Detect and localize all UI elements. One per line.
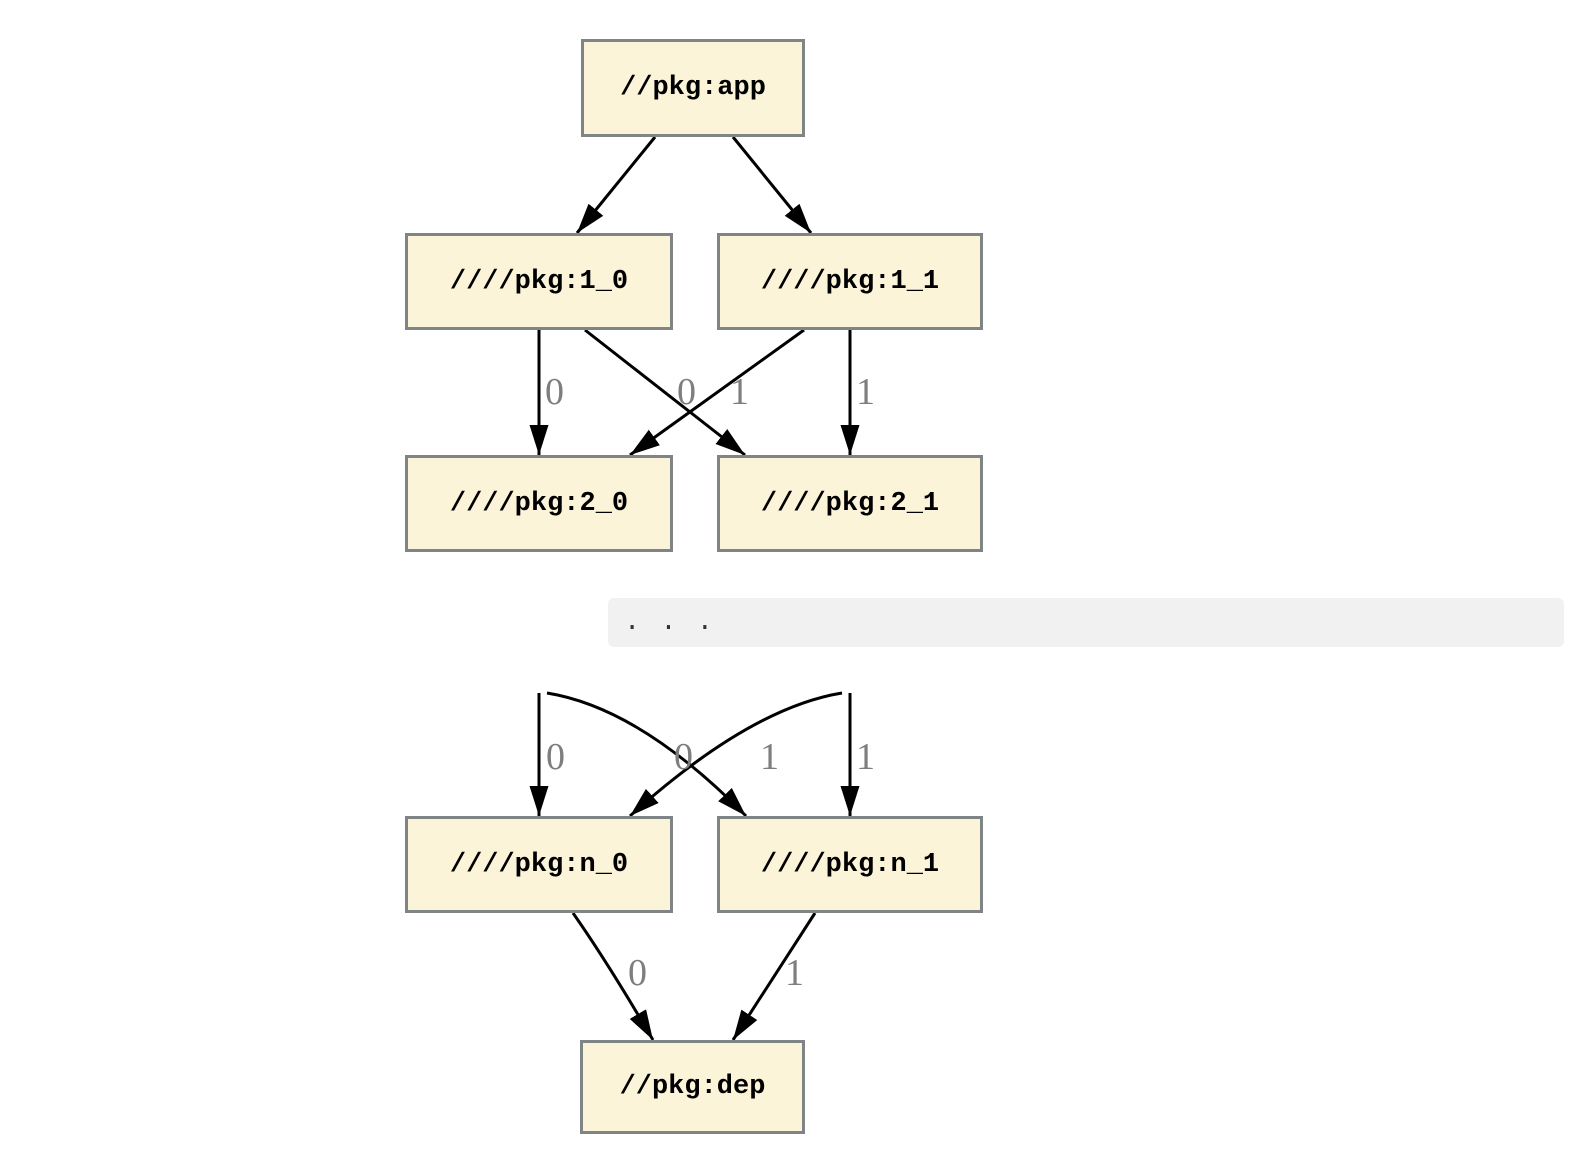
- ellipsis-band: . . .: [608, 598, 1564, 647]
- ellipsis-text: . . .: [624, 607, 716, 638]
- node-pkg-2_0-label: ////pkg:2_0: [449, 488, 629, 519]
- node-pkg-n_1: ////pkg:n_1: [717, 816, 983, 913]
- edge-label-ellipsis2-n_1: 1: [856, 736, 875, 778]
- node-pkg-1_0-label: ////pkg:1_0: [449, 266, 629, 297]
- node-pkg-app: //pkg:app: [581, 39, 805, 137]
- edge-1_1-to-2_0: [629, 328, 805, 457]
- edge-label-ellipsis-n_1: 0: [674, 736, 693, 778]
- node-pkg-1_0: ////pkg:1_0: [405, 233, 673, 330]
- node-pkg-dep: //pkg:dep: [580, 1040, 805, 1134]
- edge-n_0-to-dep: [571, 912, 655, 1041]
- node-pkg-2_1-label: ////pkg:2_1: [760, 488, 940, 519]
- edge-label-n_1-dep: 1: [785, 952, 804, 994]
- node-pkg-n_0-label: ////pkg:n_0: [449, 849, 629, 880]
- edge-label-1_1-2_1: 1: [856, 371, 875, 413]
- node-pkg-n_0: ////pkg:n_0: [405, 816, 673, 913]
- node-pkg-n_1-label: ////pkg:n_1: [760, 849, 940, 880]
- node-pkg-dep-label: //pkg:dep: [619, 1072, 766, 1102]
- edge-ellipsis2-to-n_0: [628, 691, 843, 818]
- edge-1_0-to-2_1: [584, 328, 746, 457]
- edge-n_1-to-dep: [731, 912, 817, 1041]
- edge-app-to-1_0: [575, 136, 657, 234]
- edge-app-to-1_1: [731, 136, 813, 234]
- edge-label-ellipsis-n_0: 0: [546, 736, 565, 778]
- edge-label-n_0-dep: 0: [628, 952, 647, 994]
- edge-label-ellipsis2-n_0: 1: [760, 736, 779, 778]
- node-pkg-1_1: ////pkg:1_1: [717, 233, 983, 330]
- node-pkg-app-label: //pkg:app: [620, 73, 766, 103]
- edge-label-1_0-2_0: 0: [545, 371, 564, 413]
- node-pkg-1_1-label: ////pkg:1_1: [760, 266, 940, 297]
- edge-label-1_0-2_1: 0: [677, 371, 696, 413]
- node-pkg-2_0: ////pkg:2_0: [405, 455, 673, 552]
- node-pkg-2_1: ////pkg:2_1: [717, 455, 983, 552]
- edge-label-1_1-2_0: 1: [730, 371, 749, 413]
- edge-ellipsis-to-n_1: [546, 691, 748, 818]
